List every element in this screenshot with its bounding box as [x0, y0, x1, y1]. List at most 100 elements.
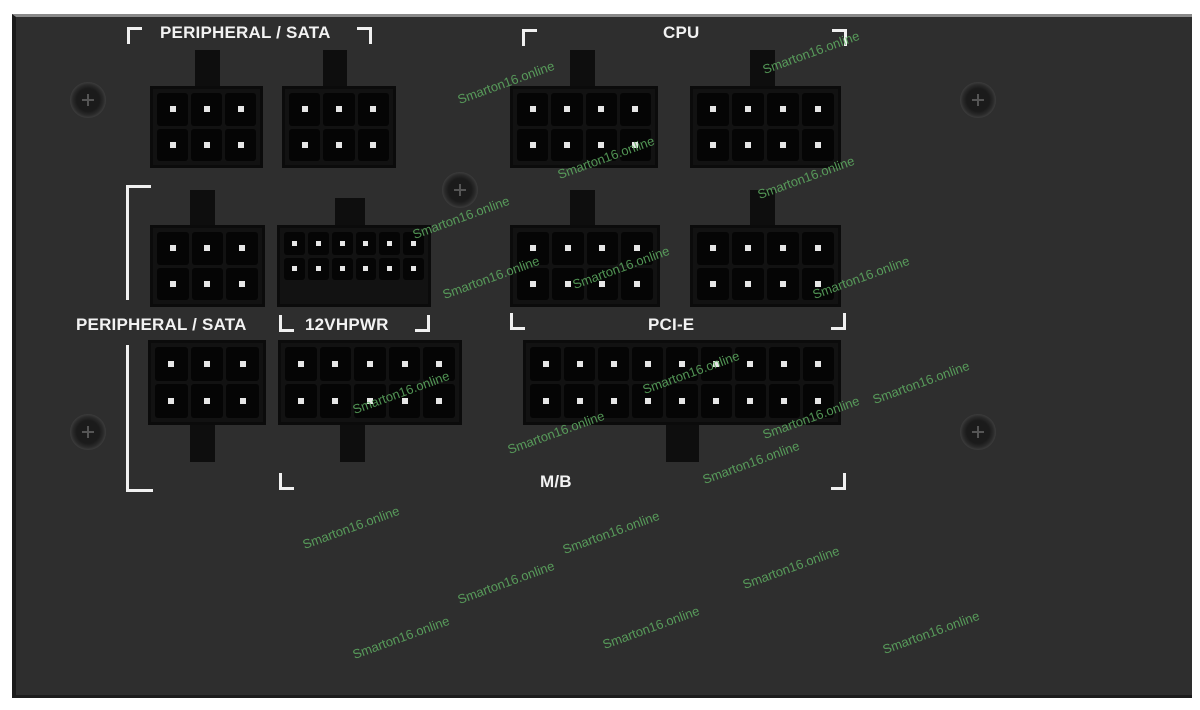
connector-pin: [323, 128, 355, 161]
connector-latch: [190, 420, 215, 462]
connector-pin: [155, 384, 188, 418]
connector-pin: [157, 128, 188, 161]
connector-pin: [598, 384, 630, 418]
connector-pin: [564, 347, 596, 381]
connector-pin: [225, 128, 256, 161]
connector-pin: [331, 257, 353, 280]
screw-icon: [442, 172, 478, 208]
connector-pin: [289, 93, 321, 126]
connector-pin: [355, 257, 377, 280]
connector-pin: [802, 93, 834, 126]
connector-pin: [732, 128, 764, 161]
connector-pin: [697, 93, 729, 126]
bracket: [126, 475, 153, 492]
bracket: [127, 27, 142, 44]
connector-latch: [340, 420, 365, 462]
connector-pin: [734, 384, 766, 418]
12vhpwr-connector[interactable]: [277, 225, 431, 307]
connector-pin: [734, 347, 766, 381]
connector-pin: [388, 384, 421, 418]
connector-pin: [551, 232, 584, 265]
peripheral-sata-connector-4[interactable]: [148, 340, 266, 425]
pcie-connector-3[interactable]: [278, 340, 462, 425]
cpu-connector-2[interactable]: [690, 86, 841, 168]
pcie-connector-2[interactable]: [690, 225, 841, 307]
connector-pin: [155, 347, 188, 381]
connector-latch: [335, 198, 365, 230]
connector-pin: [802, 267, 834, 300]
connector-pin: [666, 384, 698, 418]
connector-pin: [379, 232, 401, 255]
label-cpu: CPU: [663, 23, 700, 42]
cpu-connector-1[interactable]: [510, 86, 658, 168]
connector-pin: [732, 267, 764, 300]
bracket: [510, 313, 525, 330]
label-peripheral-sata-mid: PERIPHERAL / SATA: [76, 315, 247, 334]
connector-pin: [284, 232, 305, 255]
peripheral-sata-connector-1[interactable]: [150, 86, 263, 168]
connector-pin: [697, 267, 729, 300]
connector-pin: [226, 232, 258, 265]
bracket: [126, 185, 151, 202]
connector-pin: [307, 232, 329, 255]
connector-pin: [403, 232, 424, 255]
bracket: [832, 29, 847, 46]
connector-pin: [323, 93, 355, 126]
connector-pin: [768, 384, 800, 418]
connector-pin: [697, 232, 729, 265]
connector-pin: [157, 267, 189, 300]
connector-pin: [319, 384, 352, 418]
connector-pin: [357, 93, 389, 126]
connector-pin: [191, 93, 222, 126]
connector-pin: [767, 128, 799, 161]
connector-pin: [530, 347, 562, 381]
connector-pin: [517, 128, 549, 161]
connector-pin: [190, 347, 224, 381]
connector-pin: [190, 384, 224, 418]
connector-pin: [157, 93, 188, 126]
screw-icon: [960, 82, 996, 118]
connector-pin: [355, 232, 377, 255]
bracket: [357, 27, 372, 44]
connector-pin: [289, 128, 321, 161]
connector-pin: [585, 93, 617, 126]
connector-pin: [307, 257, 329, 280]
connector-pin: [530, 384, 562, 418]
connector-pin: [697, 128, 729, 161]
mb-24pin-connector[interactable]: [523, 340, 841, 425]
connector-pin: [802, 232, 834, 265]
connector-latch: [750, 190, 775, 230]
connector-pin: [226, 267, 258, 300]
connector-pin: [379, 257, 401, 280]
connector-pin: [564, 384, 596, 418]
label-mb: M/B: [540, 472, 572, 491]
connector-pin: [319, 347, 352, 381]
connector-pin: [621, 267, 653, 300]
peripheral-sata-connector-2[interactable]: [282, 86, 396, 168]
connector-pin: [585, 128, 617, 161]
connector-pin: [621, 232, 653, 265]
connector-pin: [226, 347, 259, 381]
connector-latch: [195, 50, 220, 90]
connector-pin: [517, 267, 549, 300]
connector-pin: [732, 232, 764, 265]
connector-latch: [323, 50, 347, 90]
label-12vhpwr: 12VHPWR: [305, 315, 389, 334]
connector-pin: [732, 93, 764, 126]
connector-latch: [570, 190, 595, 230]
connector-pin: [768, 347, 800, 381]
connector-pin: [191, 267, 224, 300]
connector-pin: [700, 384, 732, 418]
connector-pin: [517, 232, 549, 265]
label-pci-e: PCI-E: [648, 315, 695, 334]
connector-pin: [285, 347, 317, 381]
connector-pin: [767, 232, 799, 265]
peripheral-sata-connector-3[interactable]: [150, 225, 265, 307]
connector-pin: [586, 232, 619, 265]
screw-icon: [70, 82, 106, 118]
bracket: [522, 29, 537, 46]
connector-pin: [802, 384, 834, 418]
bracket: [279, 473, 294, 490]
pcie-connector-1[interactable]: [510, 225, 660, 307]
connector-pin: [619, 93, 651, 126]
